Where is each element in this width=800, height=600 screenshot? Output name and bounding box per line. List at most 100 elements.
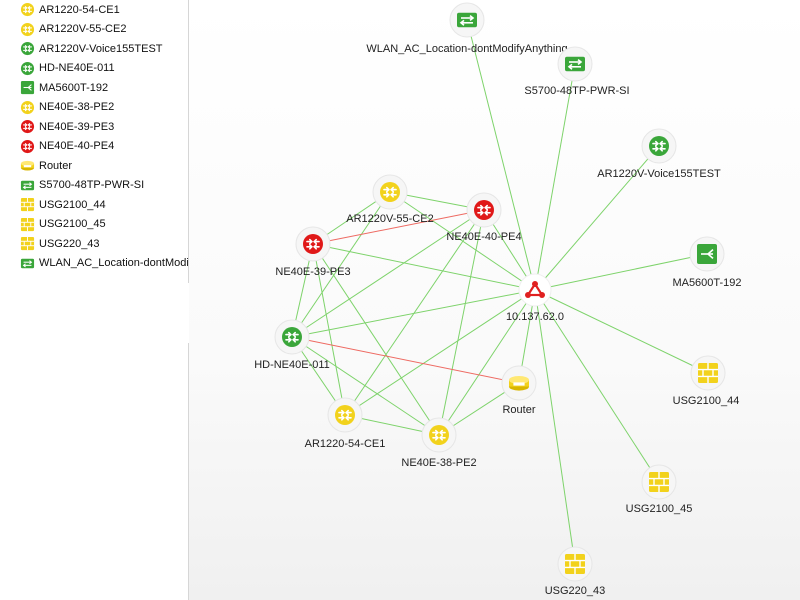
- list-item-label: USG220_43: [39, 237, 100, 250]
- topology-node-label: NE40E-39-PE3: [275, 266, 350, 278]
- router-red-icon: [474, 200, 494, 220]
- topology-node-hd-ne40e-011[interactable]: [274, 319, 310, 355]
- network-link[interactable]: [312, 243, 440, 436]
- network-link[interactable]: [466, 19, 536, 291]
- network-link[interactable]: [534, 289, 709, 374]
- network-link[interactable]: [312, 243, 346, 416]
- topology-node-ar1220v-voice155test[interactable]: [641, 128, 677, 164]
- topology-node-label: USG2100_44: [673, 395, 740, 407]
- topology-node-s5700-48tp-pwr-si[interactable]: [557, 46, 593, 82]
- network-link[interactable]: [534, 253, 708, 291]
- subnet-icon: [525, 281, 545, 298]
- list-item-label: NE40E-40-PE4: [39, 140, 115, 153]
- topology-node-ne40e-40-pe4[interactable]: [466, 192, 502, 228]
- olt-green-icon: [697, 244, 717, 264]
- router-yellow-icon: [380, 182, 400, 202]
- topology-node-ar1220v-55-ce2[interactable]: [372, 174, 408, 210]
- topology-node-label: AR1220V-Voice155TEST: [597, 168, 721, 180]
- network-link[interactable]: [534, 63, 576, 291]
- topology-node-usg2100-44[interactable]: [690, 355, 726, 391]
- topology-node-usg2100-45[interactable]: [641, 464, 677, 500]
- list-item-s5700-48tp-pwr-si[interactable]: S5700-48TP-PWR-SI: [0, 176, 188, 196]
- topology-node-usg220-43[interactable]: [557, 546, 593, 582]
- network-link[interactable]: [291, 336, 440, 436]
- topology-node-label: S5700-48TP-PWR-SI: [524, 85, 629, 97]
- list-item-label: NE40E-39-PE3: [39, 120, 115, 133]
- firewall-yellow-icon: [20, 236, 35, 251]
- firewall-yellow-icon: [20, 197, 35, 212]
- network-link[interactable]: [534, 289, 576, 565]
- list-item-ma5600t-192[interactable]: MA5600T-192: [0, 78, 188, 98]
- network-link[interactable]: [438, 209, 485, 436]
- network-link[interactable]: [344, 209, 485, 416]
- wlan-ac-green-icon: [20, 256, 35, 271]
- list-item-label: AR1220V-55-CE2: [39, 23, 127, 36]
- network-link[interactable]: [344, 289, 536, 416]
- list-item-usg220-43[interactable]: USG220_43: [0, 234, 188, 254]
- firewall-yellow-icon: [20, 217, 35, 232]
- network-link[interactable]: [291, 209, 485, 338]
- firewall-yellow-icon: [649, 472, 669, 492]
- topology-node-label: HD-NE40E-011: [254, 359, 330, 371]
- list-item-ar1220v-55-ce2[interactable]: AR1220V-55-CE2: [0, 20, 188, 40]
- switch-green-icon: [20, 178, 35, 193]
- list-item-ar1220v-voice155test[interactable]: AR1220V-Voice155TEST: [0, 39, 188, 59]
- topology-node-router[interactable]: [501, 365, 537, 401]
- network-link[interactable]: [291, 191, 391, 338]
- topology-node-label: NE40E-40-PE4: [446, 231, 521, 243]
- firewall-yellow-icon: [565, 554, 585, 574]
- topology-node-label: USG2100_45: [626, 503, 693, 515]
- list-item-ne40e-40-pe4[interactable]: NE40E-40-PE4: [0, 137, 188, 157]
- list-item-label: MA5600T-192: [39, 81, 109, 94]
- router-green-icon: [20, 41, 35, 56]
- router-red-icon: [20, 139, 35, 154]
- list-item-router[interactable]: Router: [0, 156, 188, 176]
- router-yellow-icon: [20, 100, 35, 115]
- network-link[interactable]: [534, 145, 660, 291]
- list-item-label: WLAN_AC_Location-dontModifyAnything: [39, 257, 189, 270]
- switch-green-icon: [565, 56, 585, 72]
- list-item-usg2100-45[interactable]: USG2100_45: [0, 215, 188, 235]
- topology-node-label: Router: [502, 404, 535, 416]
- list-item-wlan-ac-location-dontmodifyanything[interactable]: WLAN_AC_Location-dontModifyAnything: [0, 254, 188, 274]
- olt-green-icon: [20, 80, 35, 95]
- list-item-ne40e-39-pe3[interactable]: NE40E-39-PE3: [0, 117, 188, 137]
- router-yellow-icon: [20, 2, 35, 17]
- list-item-ar1220-54-ce1[interactable]: AR1220-54-CE1: [0, 0, 188, 20]
- topology-node-wlan-ac-location-dontmodifyanything[interactable]: [449, 2, 485, 38]
- topology-node-ar1220-54-ce1[interactable]: [327, 397, 363, 433]
- list-item-hd-ne40e-011[interactable]: HD-NE40E-011: [0, 59, 188, 79]
- router-yellow-icon: [20, 22, 35, 37]
- list-item-ne40e-38-pe2[interactable]: NE40E-38-PE2: [0, 98, 188, 118]
- topology-node-label: WLAN_AC_Location-dontModifyAnything: [366, 43, 567, 55]
- alarm-link[interactable]: [312, 209, 485, 245]
- topology-node-label: AR1220V-55-CE2: [346, 213, 433, 225]
- list-item-label: NE40E-38-PE2: [39, 101, 115, 114]
- firewall-yellow-icon: [698, 363, 718, 383]
- subnet-node[interactable]: [518, 273, 552, 307]
- topology-node-label: NE40E-38-PE2: [401, 457, 476, 469]
- router-green-icon: [282, 327, 302, 347]
- generic-router-yellow-icon: [20, 158, 35, 173]
- router-red-icon: [20, 119, 35, 134]
- list-item-label: S5700-48TP-PWR-SI: [39, 179, 145, 192]
- network-link[interactable]: [438, 289, 536, 436]
- list-item-label: Router: [39, 159, 73, 172]
- router-yellow-icon: [429, 425, 449, 445]
- topology-node-ne40e-39-pe3[interactable]: [295, 226, 331, 262]
- alarm-link[interactable]: [291, 336, 520, 384]
- list-item-label: AR1220V-Voice155TEST: [39, 42, 163, 55]
- subnet-label: 10.137.62.0: [506, 311, 564, 323]
- topology-node-ma5600t-192[interactable]: [689, 236, 725, 272]
- generic-router-yellow-icon: [509, 376, 529, 391]
- topology-node-ne40e-38-pe2[interactable]: [421, 417, 457, 453]
- router-green-icon: [649, 136, 669, 156]
- router-red-icon: [303, 234, 323, 254]
- router-green-icon: [20, 61, 35, 76]
- network-link[interactable]: [534, 289, 660, 483]
- topology-diagram: WLAN_AC_Location-dontModifyAnythingS5700…: [254, 2, 742, 597]
- list-item-usg2100-44[interactable]: USG2100_44: [0, 195, 188, 215]
